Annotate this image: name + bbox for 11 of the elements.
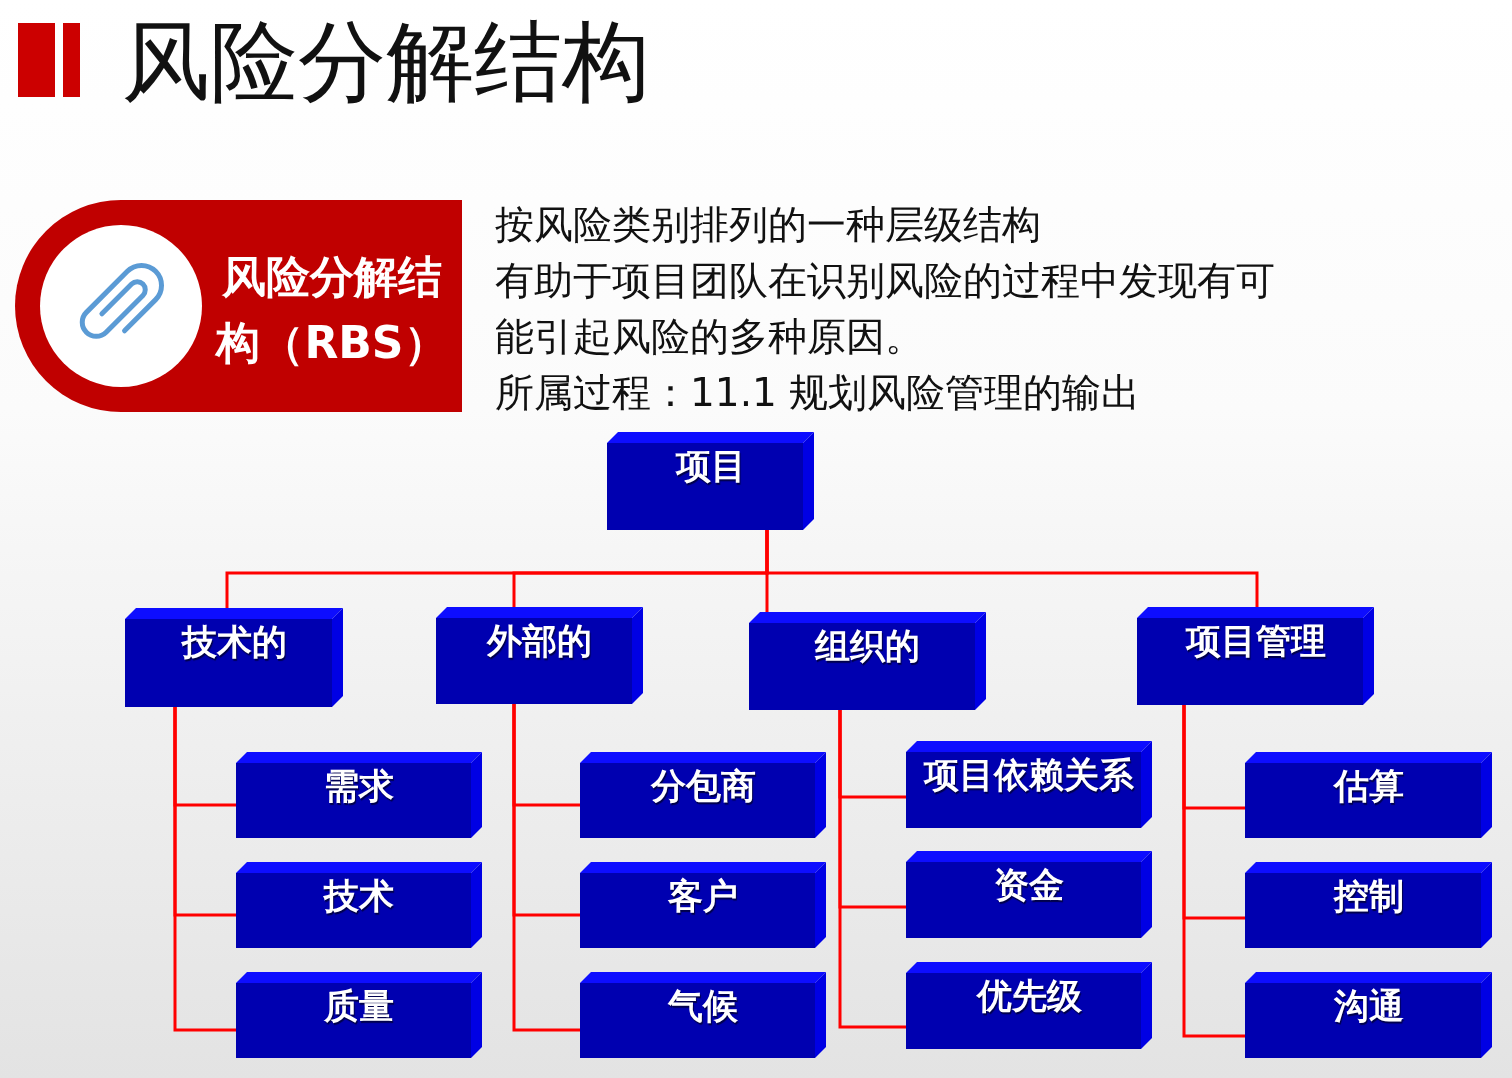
description-text: 按风险类别排列的一种层级结构 [495,201,1042,249]
connector-line [173,707,236,1032]
description-text: 所属过程：11.1 规划风险管理的输出 [495,369,1142,417]
description-text: 有助于项目团队在识别风险的过程中发现有可能引起风险的多种原因。 [495,257,1276,361]
connector-line [512,704,580,1032]
title-badge [15,200,462,412]
connector-line [838,710,906,1029]
page-title: 风险分解结构 [122,10,650,114]
term-heading: 风险分解结构（RBS） [214,250,449,370]
connector-line [1182,705,1245,1038]
connector-line [765,530,1259,607]
